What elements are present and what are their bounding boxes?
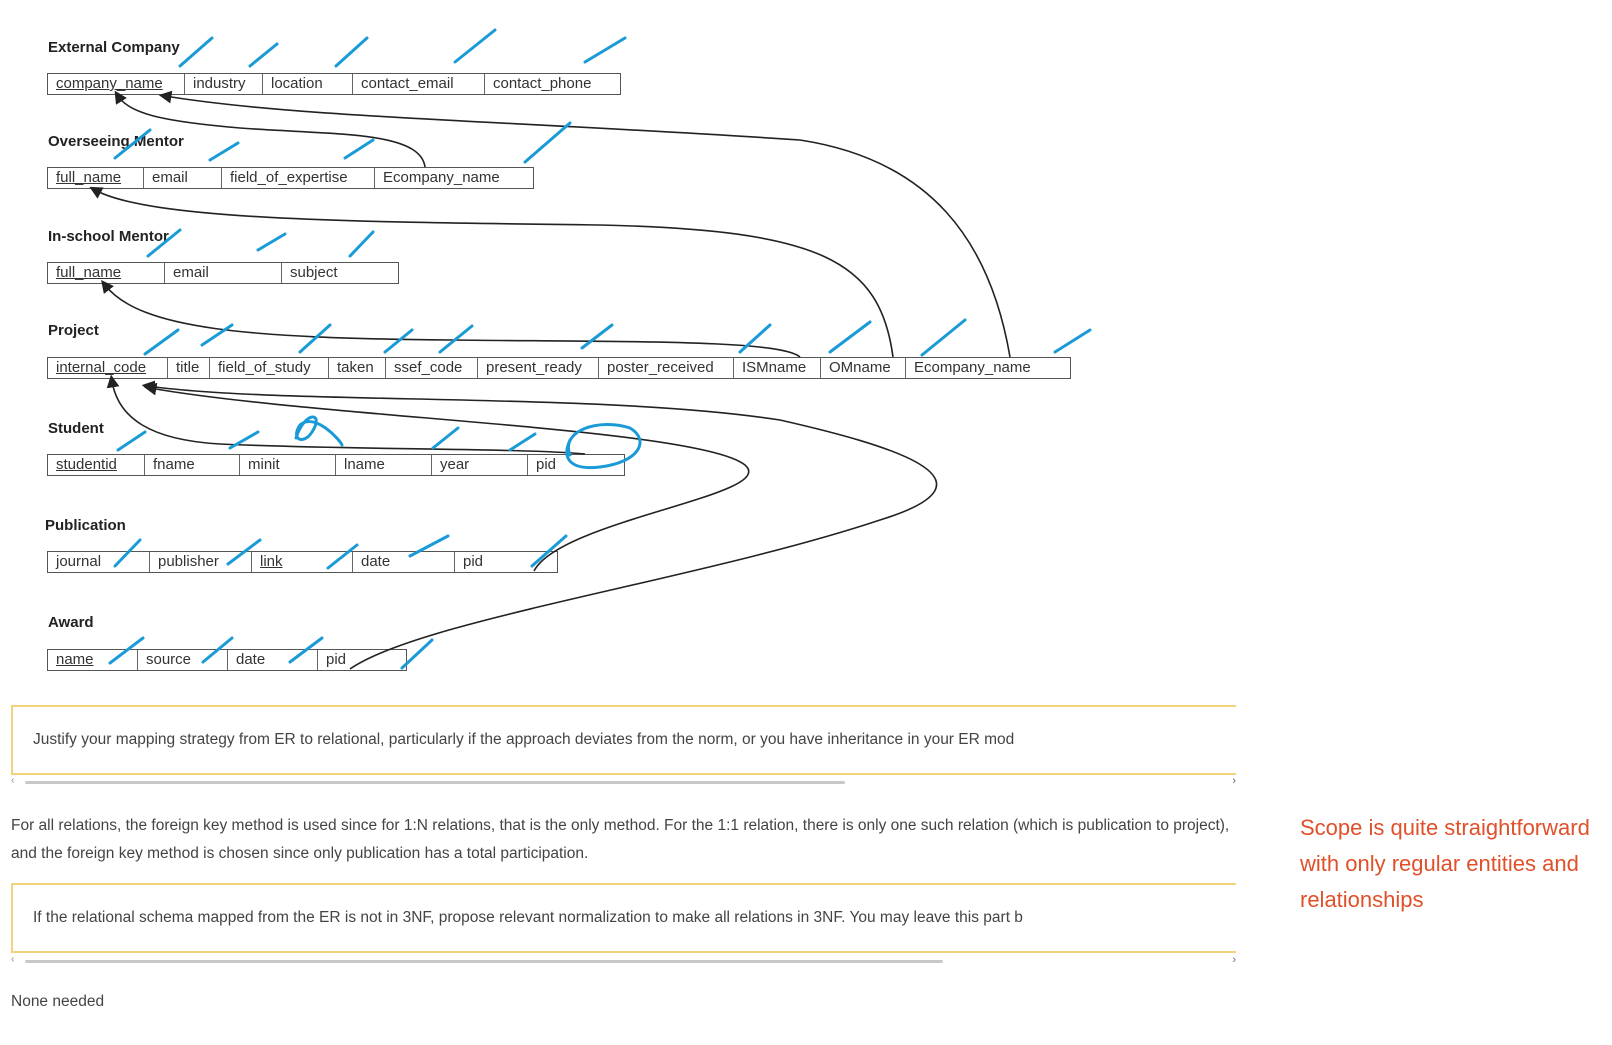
relation-title-publication: Publication xyxy=(45,517,126,534)
fk-arrow-publication-pid xyxy=(143,382,750,572)
attr-full-name: full_name xyxy=(48,168,144,188)
attr-title: title xyxy=(168,358,210,378)
prompt-text-normalization: If the relational schema mapped from the… xyxy=(33,909,1023,926)
attr-present-ready: present_ready xyxy=(478,358,599,378)
attr-contact-email: contact_email xyxy=(353,74,485,94)
fk-arrow-project-ismname xyxy=(101,279,801,358)
check-icon xyxy=(828,320,872,354)
check-icon xyxy=(208,141,240,162)
attr-name: name xyxy=(48,650,138,670)
attr-date: date xyxy=(228,650,318,670)
attr-minit: minit xyxy=(240,455,336,475)
attr-pid: pid xyxy=(536,456,557,473)
check-icon xyxy=(508,432,537,452)
check-icon xyxy=(348,230,375,258)
check-icon xyxy=(583,36,627,64)
check-icon xyxy=(143,328,180,356)
attr-lname: lname xyxy=(336,455,432,475)
check-icon xyxy=(334,36,369,68)
attr-field-of-expertise: field_of_expertise xyxy=(222,168,375,188)
relation-title-overseeing-mentor: Overseeing Mentor xyxy=(48,133,184,150)
check-icon xyxy=(1053,328,1092,354)
fk-arrow-project-ecompany xyxy=(158,90,1011,358)
relation-row-publication: journal publisher link date pid xyxy=(47,551,558,573)
attr-ssef-code: ssef_code xyxy=(386,358,478,378)
fk-arrow-om-ecompany xyxy=(114,90,426,168)
scroll-left-arrow-icon[interactable]: ‹ xyxy=(11,954,15,965)
attr-date: date xyxy=(353,552,455,572)
attr-omname: OMname xyxy=(821,358,906,378)
strike-icon xyxy=(294,415,344,447)
relation-title-award: Award xyxy=(48,614,94,631)
scrollbar-normalization[interactable]: ‹ › xyxy=(11,954,1236,968)
diagram-overlay xyxy=(89,28,1092,670)
check-icon xyxy=(200,323,234,347)
relation-row-in-school-mentor: full_name email subject xyxy=(47,262,399,284)
attr-internal-code: internal_code xyxy=(48,358,168,378)
attr-pid: pid xyxy=(326,651,347,668)
relation-title-in-school-mentor: In-school Mentor xyxy=(48,228,169,245)
scroll-right-arrow-icon[interactable]: › xyxy=(1232,954,1236,966)
relation-title-project: Project xyxy=(48,322,99,339)
check-icon xyxy=(580,323,614,350)
check-icon xyxy=(431,426,460,450)
check-icon xyxy=(438,324,474,354)
relation-row-project: internal_code title field_of_study taken… xyxy=(47,357,1071,379)
check-icon xyxy=(383,328,414,354)
check-icon xyxy=(228,430,260,450)
scroll-thumb[interactable] xyxy=(25,960,943,963)
prompt-box-mapping: Justify your mapping strategy from ER to… xyxy=(11,705,1236,775)
attr-company-name: company_name xyxy=(48,74,185,94)
attr-email: email xyxy=(144,168,222,188)
prompt-box-normalization: If the relational schema mapped from the… xyxy=(11,883,1236,953)
check-icon xyxy=(523,121,572,164)
answer-normalization: None needed xyxy=(11,993,105,1010)
attr-contact-phone: contact_phone xyxy=(493,75,592,92)
check-icon xyxy=(920,318,967,357)
relation-title-student: Student xyxy=(48,420,104,437)
attr-subject: subject xyxy=(290,264,338,281)
attr-ecompany-name: Ecompany_name xyxy=(383,169,500,186)
attr-taken: taken xyxy=(329,358,386,378)
attr-email: email xyxy=(165,263,282,283)
check-icon xyxy=(116,430,147,452)
relation-title-external-company: External Company xyxy=(48,39,180,56)
attr-publisher: publisher xyxy=(150,552,252,572)
scroll-left-arrow-icon[interactable]: ‹ xyxy=(11,775,15,786)
attr-poster-received: poster_received xyxy=(599,358,734,378)
relation-row-award: name source date pid xyxy=(47,649,407,671)
scroll-right-arrow-icon[interactable]: › xyxy=(1232,775,1236,787)
attr-ismname: ISMname xyxy=(734,358,821,378)
attr-source: source xyxy=(138,650,228,670)
relation-row-external-company: company_name industry location contact_e… xyxy=(47,73,621,95)
check-icon xyxy=(178,36,214,68)
attr-ecompany-name: Ecompany_name xyxy=(914,359,1031,376)
scrollbar-mapping[interactable]: ‹ › xyxy=(11,775,1236,789)
relation-row-overseeing-mentor: full_name email field_of_expertise Ecomp… xyxy=(47,167,534,189)
attr-journal: journal xyxy=(48,552,150,572)
answer-mapping: For all relations, the foreign key metho… xyxy=(11,817,1230,862)
fk-arrow-award-pid xyxy=(141,380,938,670)
attr-pid: pid xyxy=(463,553,484,570)
attr-field-of-study: field_of_study xyxy=(210,358,329,378)
attr-fname: fname xyxy=(145,455,240,475)
check-icon xyxy=(343,138,375,160)
check-icon xyxy=(453,28,497,64)
grader-side-note: Scope is quite straightforward with only… xyxy=(1300,815,1590,912)
check-icon xyxy=(248,42,279,68)
check-icon xyxy=(298,323,332,354)
attr-link: link xyxy=(252,552,353,572)
attr-industry: industry xyxy=(185,74,263,94)
check-icon xyxy=(256,232,287,252)
fk-arrow-student-pid xyxy=(106,374,586,455)
prompt-text-mapping: Justify your mapping strategy from ER to… xyxy=(33,731,1015,748)
attr-location: location xyxy=(263,74,353,94)
check-icon xyxy=(738,323,772,354)
relation-row-student: studentid fname minit lname year pid xyxy=(47,454,625,476)
attr-full-name: full_name xyxy=(48,263,165,283)
scroll-thumb[interactable] xyxy=(25,781,845,784)
attr-year: year xyxy=(432,455,528,475)
attr-studentid: studentid xyxy=(48,455,145,475)
